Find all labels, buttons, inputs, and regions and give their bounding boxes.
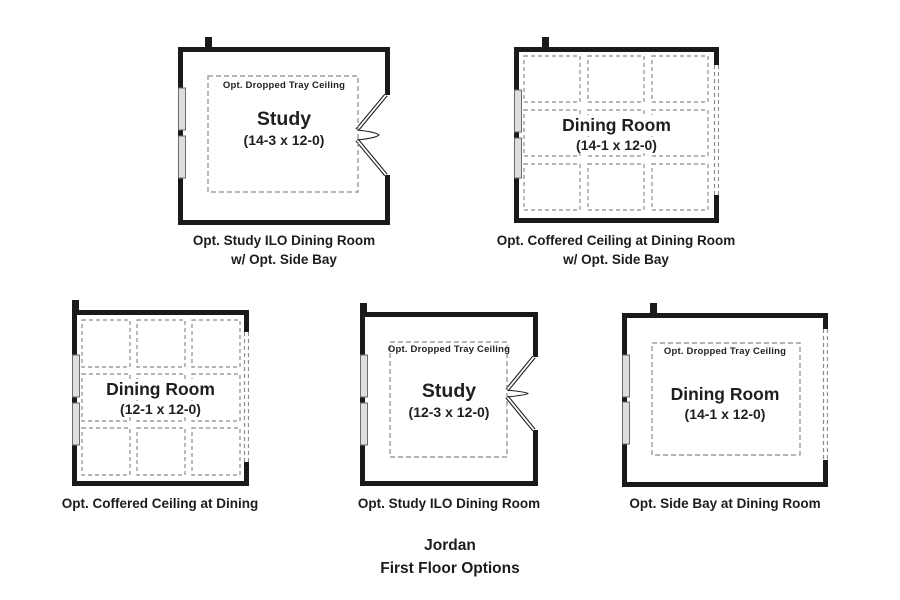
wall-stub [542, 37, 549, 47]
room-dimensions: (14-1 x 12-0) [684, 406, 766, 422]
french-doors-symbol [355, 93, 388, 177]
floorplan-drawing [72, 300, 249, 486]
floorplan-drawing [178, 37, 390, 225]
plan-caption: Opt. Coffered Ceiling at Dining Room w/ … [456, 231, 776, 269]
caption-line-1: Opt. Study ILO Dining Room [357, 496, 541, 511]
room-name: Study [421, 380, 477, 402]
plan-caption: Opt. Coffered Ceiling at Dining [0, 494, 320, 513]
caption-line-1: Opt. Study ILO Dining Room [192, 233, 376, 248]
room-label-group: Study (14-3 x 12-0) [178, 108, 390, 148]
plan-caption: Opt. Side Bay at Dining Room [565, 494, 885, 513]
window-symbol [622, 354, 630, 445]
caption-line-1: Opt. Coffered Ceiling at Dining [61, 496, 259, 511]
caption-line-1: Opt. Side Bay at Dining Room [629, 496, 821, 511]
floorplan-dining-coffered: Dining Room (12-1 x 12-0) [72, 298, 249, 488]
room-dimensions: (14-1 x 12-0) [571, 137, 662, 153]
room-label-group: Dining Room (14-1 x 12-0) [622, 384, 828, 422]
floorplan-dining-side-bay: Opt. Dropped Tray Ceiling Dining Room (1… [622, 301, 828, 488]
plan-caption: Opt. Study ILO Dining Room [289, 494, 609, 513]
room-label-group: Dining Room (14-1 x 12-0) [514, 115, 719, 153]
floorplan-drawing [360, 303, 538, 486]
room-name: Dining Room [101, 379, 220, 400]
wall-stub [360, 303, 367, 312]
room-name: Dining Room [670, 384, 780, 404]
room-name: Dining Room [557, 115, 676, 136]
room-dimensions: (12-1 x 12-0) [115, 401, 206, 417]
tray-ceiling-label: Opt. Dropped Tray Ceiling [663, 346, 787, 357]
floorplan-study-ilo-dining: Opt. Dropped Tray Ceiling Study (12-3 x … [360, 300, 538, 488]
caption-line-1: Opt. Coffered Ceiling at Dining Room [496, 233, 736, 248]
sheet-title-subtitle: First Floor Options [380, 560, 520, 577]
french-doors-symbol [505, 355, 536, 432]
wall-stub [72, 300, 79, 310]
room-label-group: Dining Room (12-1 x 12-0) [72, 379, 249, 417]
room-dimensions: (14-3 x 12-0) [243, 132, 325, 148]
cased-opening-symbol [243, 332, 249, 462]
window-symbol [178, 87, 186, 179]
window-symbol [514, 89, 522, 179]
window-symbol [72, 354, 80, 446]
tray-ceiling-label: Opt. Dropped Tray Ceiling [387, 344, 511, 355]
sheet-title-name: Jordan [424, 537, 476, 554]
caption-line-2: w/ Opt. Side Bay [231, 252, 337, 267]
floorplan-study-side-bay: Opt. Dropped Tray Ceiling Study (14-3 x … [178, 35, 390, 226]
room-name: Study [256, 108, 312, 130]
floorplan-dining-coffered-side-bay: Dining Room (14-1 x 12-0) [514, 35, 719, 224]
wall-stub [205, 37, 212, 47]
cased-opening-symbol [713, 65, 719, 195]
plan-caption: Opt. Study ILO Dining Room w/ Opt. Side … [124, 231, 444, 269]
window-symbol [360, 354, 368, 446]
caption-line-2: w/ Opt. Side Bay [563, 252, 669, 267]
tray-ceiling-outline [389, 341, 508, 458]
coffered-ceiling-grid [81, 319, 241, 476]
tray-ceiling-outline [207, 75, 359, 193]
floorplan-drawing [622, 303, 828, 487]
tray-ceiling-outline [651, 342, 801, 456]
room-label-group: Study (12-3 x 12-0) [360, 380, 538, 420]
sheet-title: Jordan First Floor Options [290, 534, 610, 580]
tray-ceiling-label: Opt. Dropped Tray Ceiling [222, 80, 346, 91]
cased-opening-symbol [822, 329, 828, 460]
wall-stub [650, 303, 657, 313]
room-dimensions: (12-3 x 12-0) [408, 404, 490, 420]
